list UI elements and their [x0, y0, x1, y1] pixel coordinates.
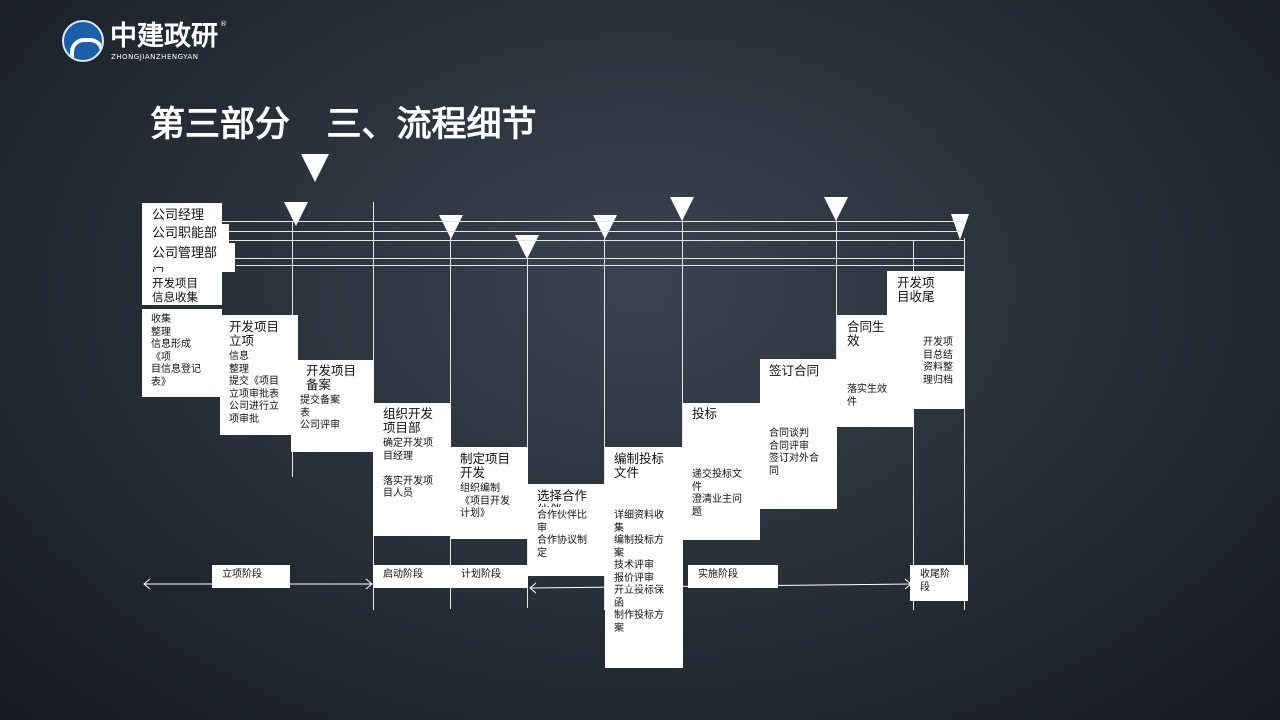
milestone-triangle-icon: [824, 197, 848, 221]
step-sign-contract: 签订合同 合同谈判 合同评审 签订对外合 同: [760, 359, 837, 509]
flow-arrow-icon: [868, 347, 880, 355]
milestone-line: [964, 238, 965, 610]
stage-planning: 计划阶段: [451, 565, 528, 588]
lane-header-functional-dept: 公司职能部: [142, 224, 229, 243]
stage-implementation: 实施阶段: [688, 565, 778, 588]
milestone-line: [527, 258, 528, 608]
flow-arrow-icon: [760, 392, 798, 420]
lane-line: [222, 231, 963, 232]
milestone-triangle-icon: [439, 215, 463, 239]
step-body: 组织编制 《项目开发 计划》: [460, 483, 510, 519]
step-select-partner: 选择合作 伙伴 合作伙伴比 审 合作协议制 定: [528, 484, 605, 576]
milestone-triangle-icon: [515, 235, 539, 259]
step-head: 开发项目 立项: [229, 319, 280, 348]
lane-header-management-dept: 公司管理部: [142, 243, 235, 264]
step-project-closeout: 开发项 目收尾 开发项 目总结 资料整 理归档: [887, 271, 965, 409]
logo-brand-text: 中建政研: [110, 21, 218, 52]
flow-arrow-icon: [529, 582, 537, 594]
flow-arrow-icon: [636, 480, 648, 488]
flow-arrow-icon: [837, 348, 875, 375]
step-head: 制定项目 开发: [460, 451, 511, 480]
milestone-triangle-icon: [951, 214, 969, 240]
step-head: 组织开发 项目部: [383, 406, 434, 435]
step-project-approval: 开发项目 立项 信息 整理 提交《项目 立项审批表 公司进行立 项审批: [220, 315, 298, 435]
flow-arrow-icon: [914, 304, 952, 331]
flow-arrow-icon: [143, 578, 151, 590]
flow-arrow-icon: [945, 303, 957, 311]
step-prepare-bid-docs: 编制投标 文件 详细资料收 集 编制投标方 案 技术评审 报价评审 开立投标保 …: [605, 447, 683, 668]
lane-header-manager: 公司经理: [142, 203, 222, 225]
step-body: 开发项 目总结 资料整 理归档: [923, 337, 953, 386]
stage-initiation: 立项阶段: [212, 565, 290, 588]
step-body: 详细资料收 集 编制投标方 案 技术评审 报价评审 开立投标保 函 制作投标方 …: [614, 510, 664, 634]
step-body: 递交投标文 件 澄清业主问 题: [692, 469, 742, 518]
step-head: 开发项目 备案: [306, 363, 357, 392]
step-body: 落实生效条 件: [847, 384, 897, 408]
stage-startup: 启动阶段: [373, 565, 451, 588]
step-body: 合作伙伴比 审 合作协议制 定: [537, 510, 587, 559]
step-body: 确定开发项 目经理 落实开发项 目人员: [383, 438, 433, 499]
flow-arrow-icon: [365, 578, 373, 590]
step-info-collection: 收集 整理 信息形成 《项 目信息登记 表》: [142, 309, 222, 397]
lane-line: [224, 240, 965, 241]
step-body: 提交备案 表 公司评审: [300, 395, 340, 431]
lane-line: [228, 258, 965, 259]
flow-arrow-icon: [605, 481, 643, 501]
step-bidding: 投标 递交投标文 件 澄清业主问 题: [683, 403, 760, 540]
logo-emblem-icon: [62, 20, 104, 62]
step-body: 合同谈判 合同评审 签订对外合 同: [769, 428, 819, 477]
step-organize-project-dept: 组织开发 项目部 确定开发项 目经理 落实开发项 目人员: [373, 403, 451, 536]
step-head: 投标: [692, 406, 718, 421]
step-body: 收集 整理 信息形成 《项 目信息登记 表》: [151, 314, 201, 388]
step-head: 选择合作 伙伴: [537, 489, 588, 507]
step-head: 签订合同: [769, 363, 820, 378]
milestone-line: [604, 238, 605, 610]
milestone-triangle-icon: [301, 154, 329, 182]
flow-arrow-icon: [683, 437, 721, 465]
milestone-triangle-icon: [284, 202, 308, 226]
step-body: 信息 整理 提交《项目 立项审批表 公司进行立 项审批: [229, 351, 279, 425]
step-head: 合同生 效: [847, 319, 885, 348]
logo-registered-mark: ®: [220, 20, 227, 28]
milestone-triangle-icon: [670, 197, 694, 221]
step-project-filing: 开发项目 备案 提交备案 表 公司评审: [291, 360, 374, 452]
step-make-plan: 制定项目 开发 组织编制 《项目开发 计划》: [451, 447, 528, 539]
lane-header-info-collection: 开发项目 信息收集: [142, 272, 222, 305]
milestone-line: [836, 220, 837, 450]
milestone-triangle-icon: [593, 215, 617, 239]
lane-line: [220, 221, 965, 222]
lane-header-management-dept-cont: 门: [142, 264, 235, 272]
step-head: 开发项 目收尾: [897, 275, 935, 304]
milestone-line: [682, 220, 683, 475]
flow-arrow-icon: [791, 391, 803, 399]
stage-closeout: 收尾阶 段: [910, 565, 968, 601]
company-logo: 中建政研 ZHONGJIANZHENGYAN ®: [62, 20, 232, 64]
flow-arrow-icon: [714, 436, 726, 444]
lane-line: [236, 265, 965, 266]
logo-sub-text: ZHONGJIANZHENGYAN: [111, 53, 199, 61]
step-head: 编制投标 文件: [614, 452, 665, 478]
page-title: 第三部分 三、流程细节: [150, 105, 537, 145]
